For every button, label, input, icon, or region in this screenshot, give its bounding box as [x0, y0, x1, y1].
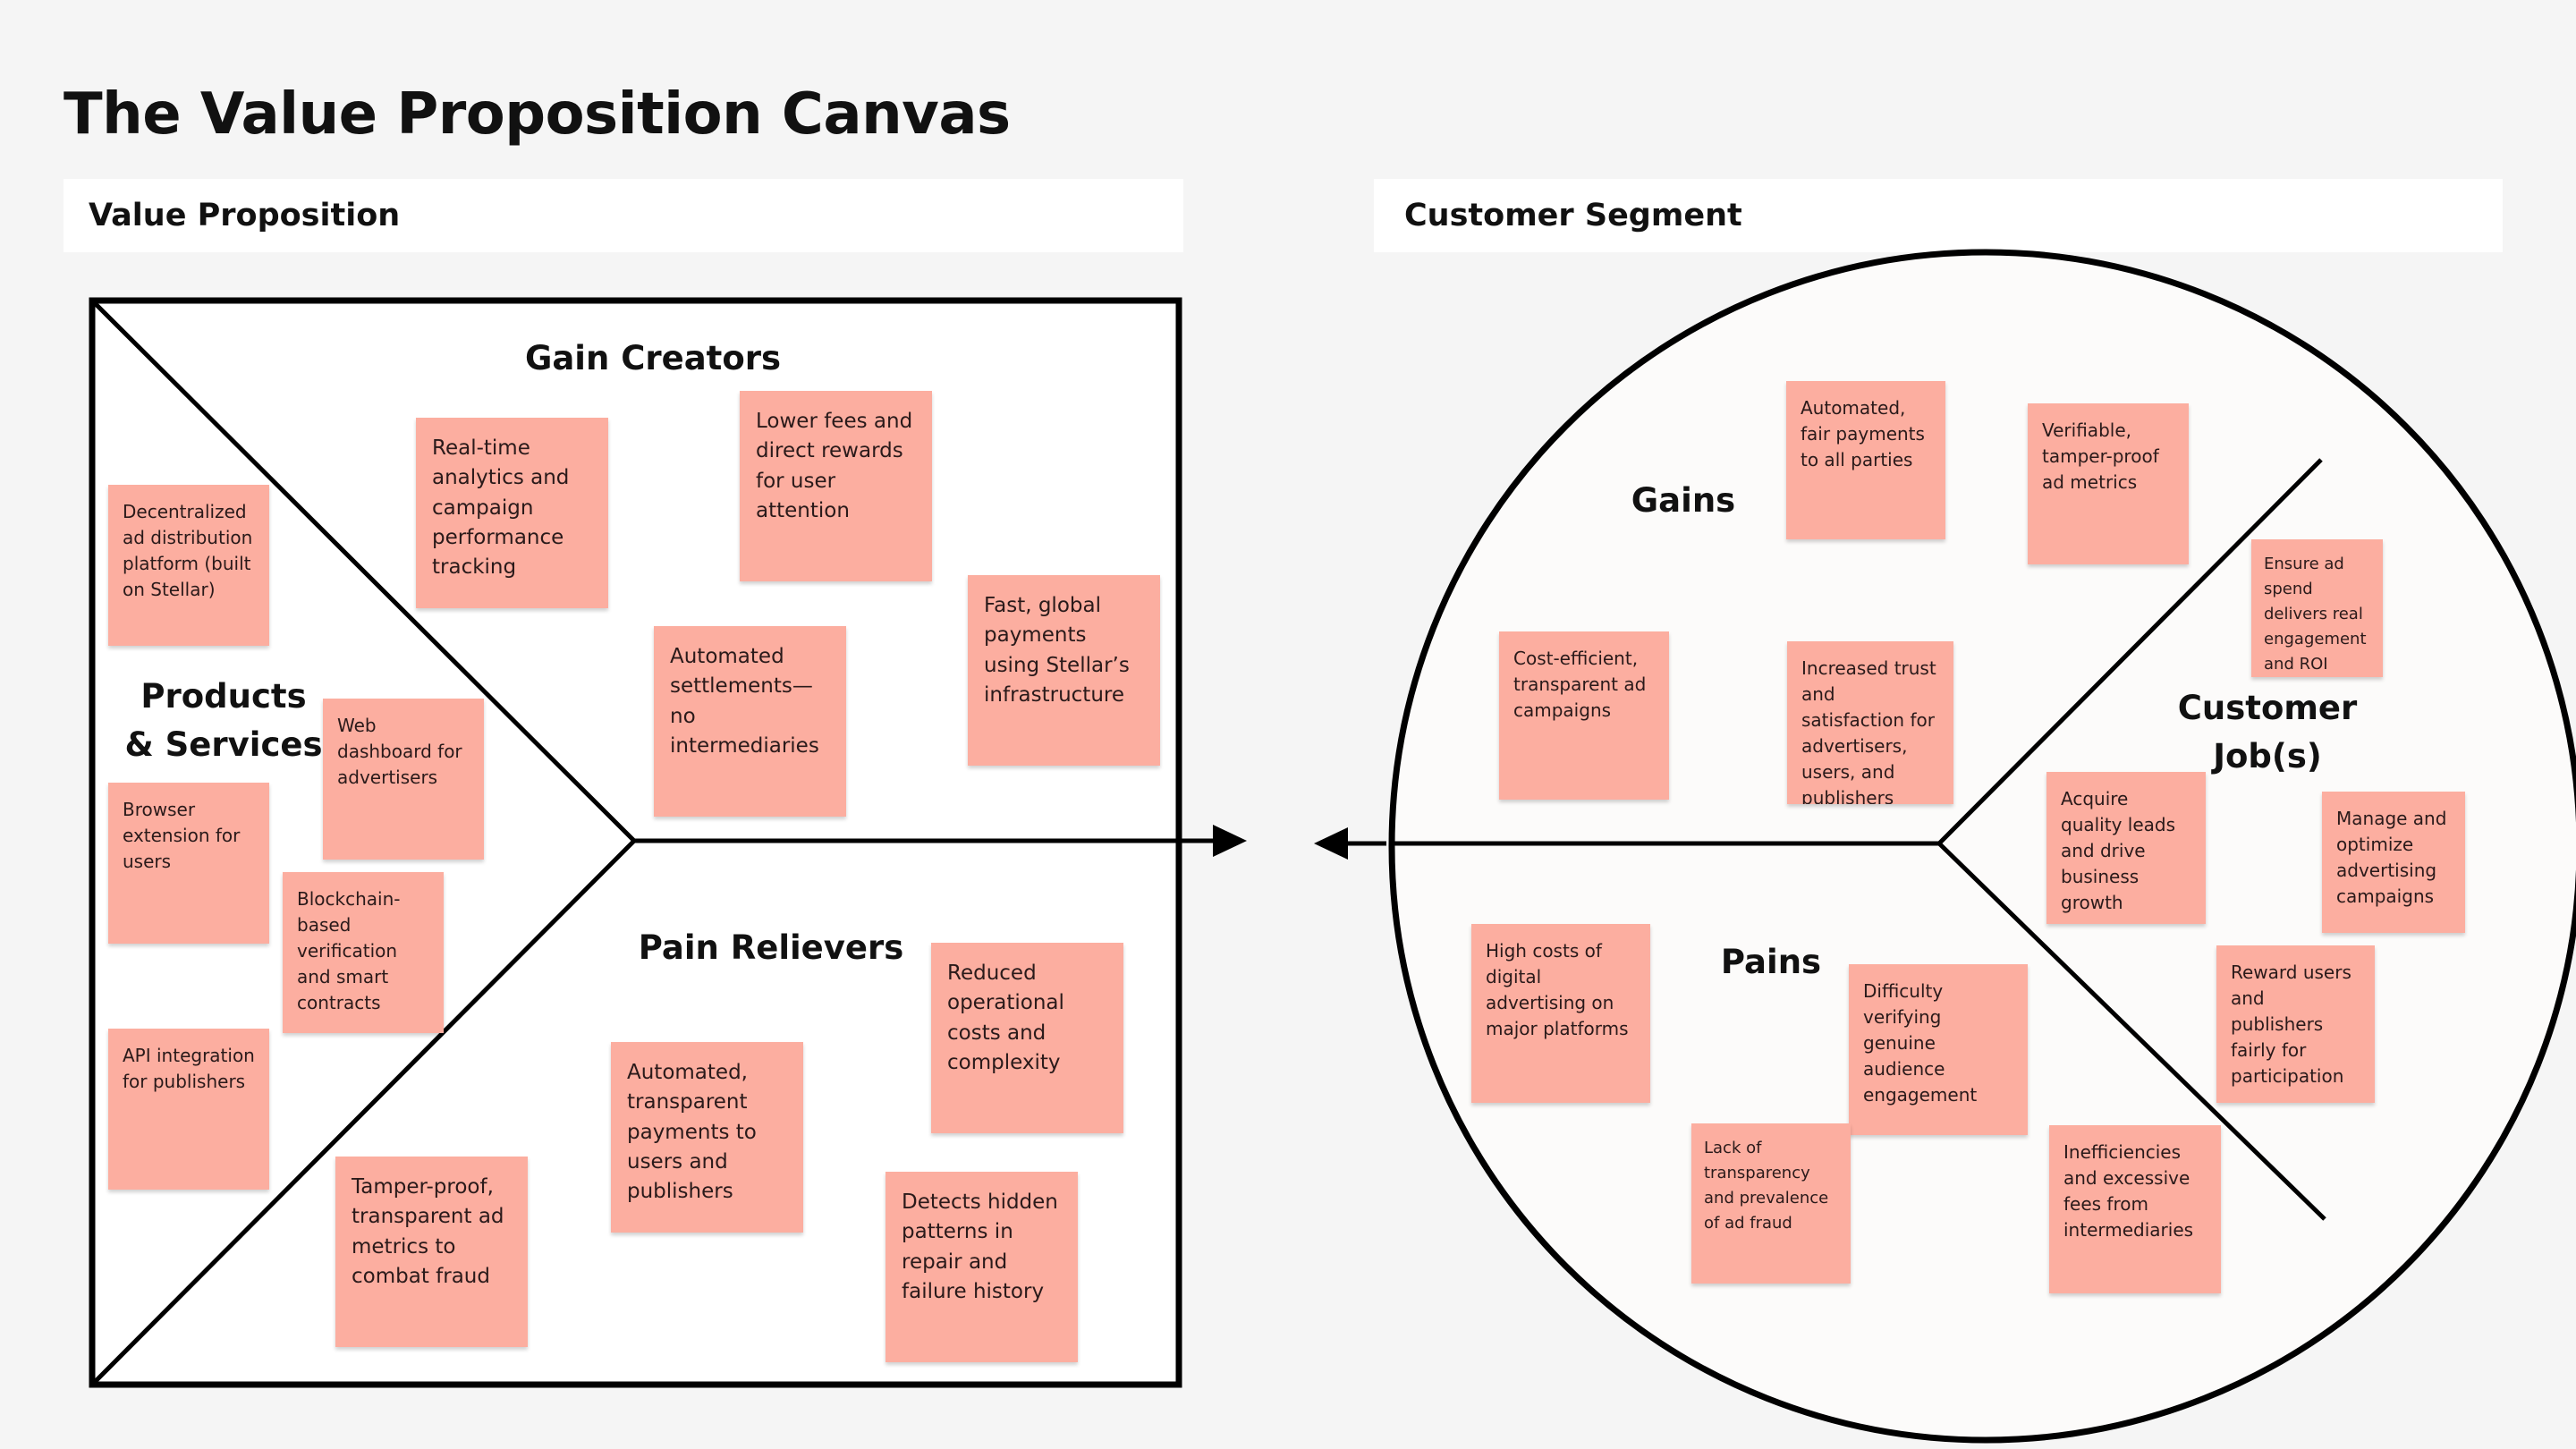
- sticky-note[interactable]: API integration for publishers: [108, 1029, 269, 1190]
- customer-segment-header-label: Customer Segment: [1404, 198, 1742, 233]
- sticky-note[interactable]: Inefficiencies and excessive fees from i…: [2049, 1125, 2221, 1293]
- sticky-note[interactable]: Automated, fair payments to all parties: [1786, 381, 1945, 539]
- sticky-note[interactable]: Reduced operational costs and complexity: [931, 943, 1123, 1133]
- products-services-label-line1: Products: [140, 677, 307, 716]
- customer-jobs-label: Customer Job(s): [2156, 684, 2379, 780]
- sticky-note[interactable]: Lack of transparency and prevalence of a…: [1691, 1123, 1851, 1284]
- sticky-note[interactable]: Automated settlements—no intermediaries: [654, 626, 846, 817]
- gains-label: Gains: [1631, 481, 1736, 520]
- sticky-note[interactable]: Reward users and publishers fairly for p…: [2216, 945, 2375, 1103]
- sticky-note[interactable]: Verifiable, tamper-proof ad metrics: [2028, 403, 2189, 564]
- value-proposition-header: Value Proposition: [64, 179, 1183, 252]
- sticky-note[interactable]: Tamper-proof, transparent ad metrics to …: [335, 1157, 528, 1347]
- sticky-note[interactable]: Blockchain-based verification and smart …: [283, 872, 444, 1033]
- sticky-note[interactable]: Browser extension for users: [108, 783, 269, 944]
- value-proposition-header-label: Value Proposition: [89, 198, 401, 233]
- sticky-note[interactable]: Manage and optimize advertising campaign…: [2322, 792, 2465, 933]
- sticky-note[interactable]: Acquire quality leads and drive business…: [2046, 772, 2206, 924]
- sticky-note[interactable]: Difficulty verifying genuine audience en…: [1849, 964, 2028, 1135]
- customer-jobs-label-line1: Customer: [2177, 689, 2358, 727]
- sticky-note[interactable]: Automated, transparent payments to users…: [611, 1042, 803, 1233]
- sticky-note[interactable]: Web dashboard for advertisers: [323, 699, 484, 860]
- sticky-note[interactable]: High costs of digital advertising on maj…: [1471, 924, 1650, 1103]
- square-diagonal-bottom: [90, 839, 636, 1386]
- pain-relievers-label: Pain Relievers: [638, 928, 904, 967]
- sticky-note[interactable]: Fast, global payments using Stellar’s in…: [968, 575, 1160, 766]
- products-services-label-line2: & Services: [124, 724, 323, 764]
- gain-creators-label: Gain Creators: [524, 339, 782, 377]
- arrow-left-icon: [1314, 827, 1348, 860]
- customer-segment-header: Customer Segment: [1374, 179, 2503, 252]
- page-title: The Value Proposition Canvas: [64, 81, 1011, 148]
- circle-divider-upper: [1937, 458, 2323, 845]
- sticky-note[interactable]: Lower fees and direct rewards for user a…: [740, 391, 932, 581]
- arrow-right-icon: [1213, 825, 1247, 857]
- sticky-note[interactable]: Detects hidden patterns in repair and fa…: [886, 1172, 1078, 1362]
- sticky-note[interactable]: Ensure ad spend delivers real engagement…: [2251, 539, 2383, 677]
- square-diagonal-top: [90, 299, 636, 843]
- sticky-note[interactable]: Cost-efficient, transparent ad campaigns: [1499, 631, 1669, 800]
- pains-label: Pains: [1720, 943, 1822, 981]
- customer-jobs-label-line2: Job(s): [2213, 736, 2322, 775]
- sticky-note[interactable]: Increased trust and satisfaction for adv…: [1787, 641, 1953, 804]
- circle-divider-lower: [1937, 842, 2326, 1221]
- sticky-note[interactable]: Decentralized ad distribution platform (…: [108, 485, 269, 646]
- sticky-note[interactable]: Real-time analytics and campaign perform…: [416, 418, 608, 608]
- products-services-label: Products & Services: [107, 673, 340, 768]
